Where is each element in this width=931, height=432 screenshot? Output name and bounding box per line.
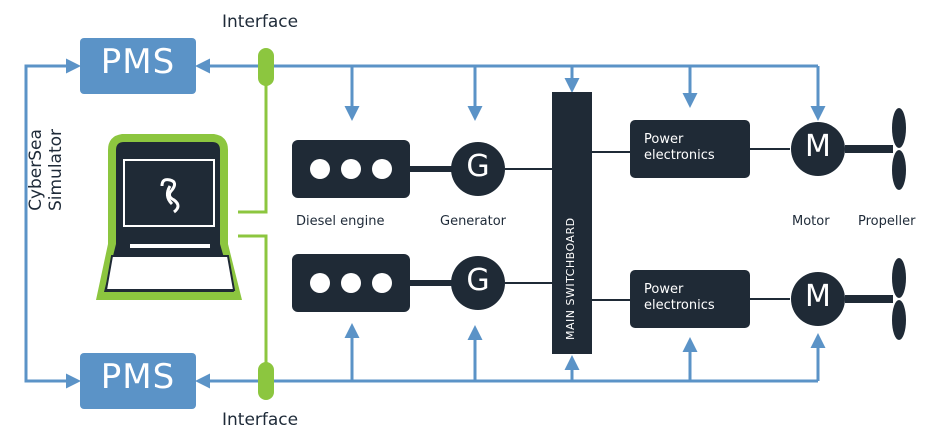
simulator-label-line1: CyberSea (26, 129, 46, 211)
generator-top (451, 142, 505, 196)
interface-connector-top (258, 48, 274, 86)
diesel-engine-bottom (292, 254, 410, 312)
motor-bottom (791, 272, 845, 326)
cybersea-logo-icon (160, 178, 180, 214)
pms-label-bottom: PMS (100, 357, 176, 397)
pms-box-top (80, 38, 196, 94)
interface-label-top: Interface (222, 12, 299, 32)
propeller-label: Propeller (858, 214, 916, 229)
simulator-label-line2: Simulator (46, 128, 66, 212)
computer-terminal-icon (96, 134, 242, 300)
interface-label-bottom: Interface (222, 410, 299, 430)
generator-symbol-bottom: G (466, 263, 490, 298)
power-electronics-label-top: Power electronics (644, 132, 715, 164)
power-electronics-bottom-line1: Power (644, 282, 684, 297)
power-electronics-top-line1: Power (644, 132, 684, 147)
generator-label: Generator (440, 214, 507, 229)
interface-connector-bottom (258, 362, 274, 400)
generator-bottom (451, 256, 505, 310)
diesel-engine-label: Diesel engine (296, 214, 385, 229)
simulator-label: CyberSea Simulator (26, 110, 66, 230)
main-switchboard (552, 92, 592, 354)
generator-symbol-top: G (466, 149, 490, 184)
motor-top (791, 122, 845, 176)
pms-link-line (24, 58, 81, 389)
interface-link-top (238, 66, 268, 214)
interface-link-bottom (238, 234, 268, 381)
motor-symbol-top: M (805, 129, 831, 164)
motor-symbol-bottom: M (805, 279, 831, 314)
power-electronics-bottom-line2: electronics (644, 298, 715, 313)
power-electronics-top (630, 120, 750, 178)
pms-box-bottom (80, 353, 196, 409)
power-electronics-label-bottom: Power electronics (644, 282, 715, 314)
pms-label-top: PMS (100, 42, 176, 82)
diesel-engine-top (292, 140, 410, 198)
motor-label: Motor (792, 214, 830, 229)
propeller-icon (892, 108, 906, 190)
power-electronics-bottom (630, 270, 750, 328)
power-electronics-top-line2: electronics (644, 148, 715, 163)
propeller-icon (892, 258, 906, 340)
main-switchboard-label: MAIN SWITCHBOARD (564, 217, 577, 340)
